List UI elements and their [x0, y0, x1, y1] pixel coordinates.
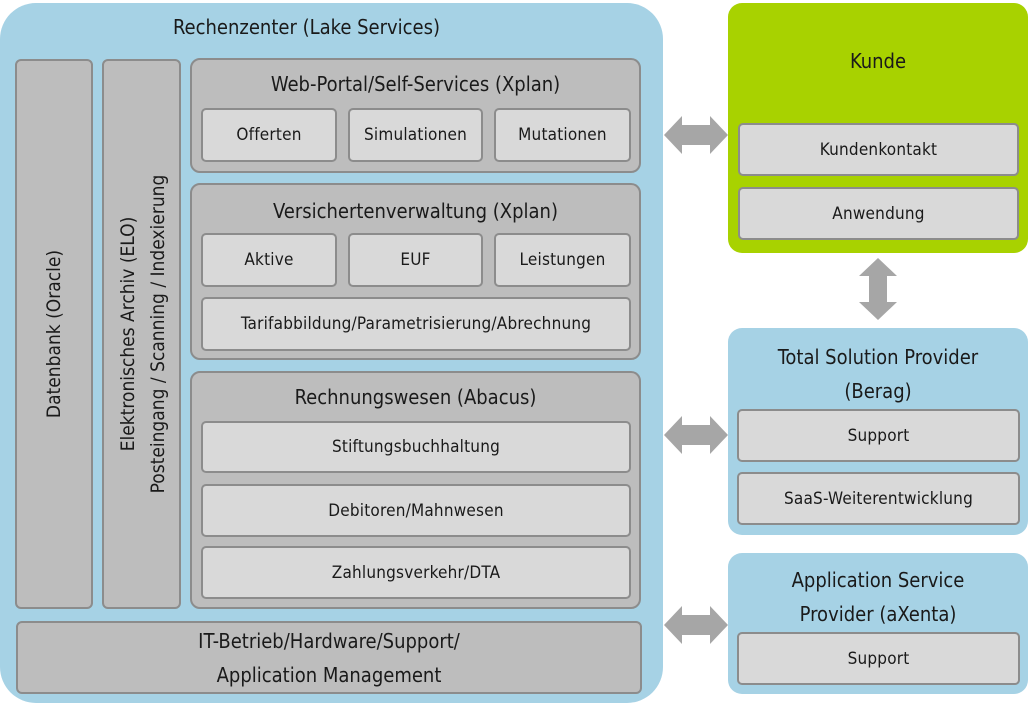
archive-label: Elektronisches Archiv (ELO) Posteingang …: [113, 175, 173, 494]
aktive-cell: Aktive: [201, 233, 337, 287]
data-center-title: Rechenzenter (Lake Services): [172, 15, 441, 39]
tsp-title: Total Solution Provider (Berag): [728, 340, 1028, 408]
leistungen-cell: Leistungen: [494, 233, 631, 287]
arrow-datacenter-customer: [664, 116, 728, 154]
asp-title-line1: Application Service: [791, 568, 965, 592]
it-operations-line1: IT-Betrieb/Hardware/Support/: [198, 628, 460, 653]
mutationen-cell: Mutationen: [494, 108, 631, 162]
archive-label-line2: Posteingang / Scanning / Indexierung: [147, 174, 169, 494]
double-arrow-horizontal-icon: [664, 116, 728, 154]
stiftungsbuchhaltung-cell: Stiftungsbuchhaltung: [201, 421, 631, 473]
asp-title-line2: Provider (aXenta): [799, 602, 957, 626]
tsp-title-line2: (Berag): [844, 379, 912, 403]
debitoren-cell: Debitoren/Mahnwesen: [201, 484, 631, 537]
asp-title: Application Service Provider (aXenta): [728, 563, 1028, 631]
it-operations-box: IT-Betrieb/Hardware/Support/ Application…: [16, 621, 642, 694]
web-portal-title: Web-Portal/Self-Services (Xplan): [270, 72, 561, 96]
kundenkontakt-cell: Kundenkontakt: [738, 123, 1019, 176]
it-operations-line2: Application Management: [216, 662, 442, 687]
archive-box: Elektronisches Archiv (ELO) Posteingang …: [102, 59, 181, 609]
customer-title: Kunde: [849, 49, 907, 73]
tsp-saas-cell: SaaS-Weiterentwicklung: [737, 472, 1020, 525]
tarifabbildung-cell: Tarifabbildung/Parametrisierung/Abrechnu…: [201, 297, 631, 351]
database-box: Datenbank (Oracle): [15, 59, 93, 609]
double-arrow-vertical-icon: [859, 258, 897, 320]
offerten-cell: Offerten: [201, 108, 337, 162]
anwendung-cell: Anwendung: [738, 187, 1019, 240]
accounting-title: Rechnungswesen (Abacus): [294, 385, 537, 409]
arrow-datacenter-asp: [664, 606, 728, 644]
archive-label-line1: Elektronisches Archiv (ELO): [117, 216, 139, 452]
euf-cell: EUF: [348, 233, 483, 287]
tsp-support-cell: Support: [737, 409, 1020, 462]
zahlungsverkehr-cell: Zahlungsverkehr/DTA: [201, 546, 631, 599]
simulationen-cell: Simulationen: [348, 108, 483, 162]
database-label: Datenbank (Oracle): [43, 249, 65, 419]
double-arrow-horizontal-icon: [664, 416, 728, 454]
double-arrow-horizontal-icon: [664, 606, 728, 644]
arrow-datacenter-tsp: [664, 416, 728, 454]
asp-support-cell: Support: [737, 632, 1020, 685]
tsp-title-line1: Total Solution Provider: [777, 345, 979, 369]
arrow-customer-tsp: [859, 258, 897, 320]
insured-admin-title: Versichertenverwaltung (Xplan): [273, 199, 558, 223]
